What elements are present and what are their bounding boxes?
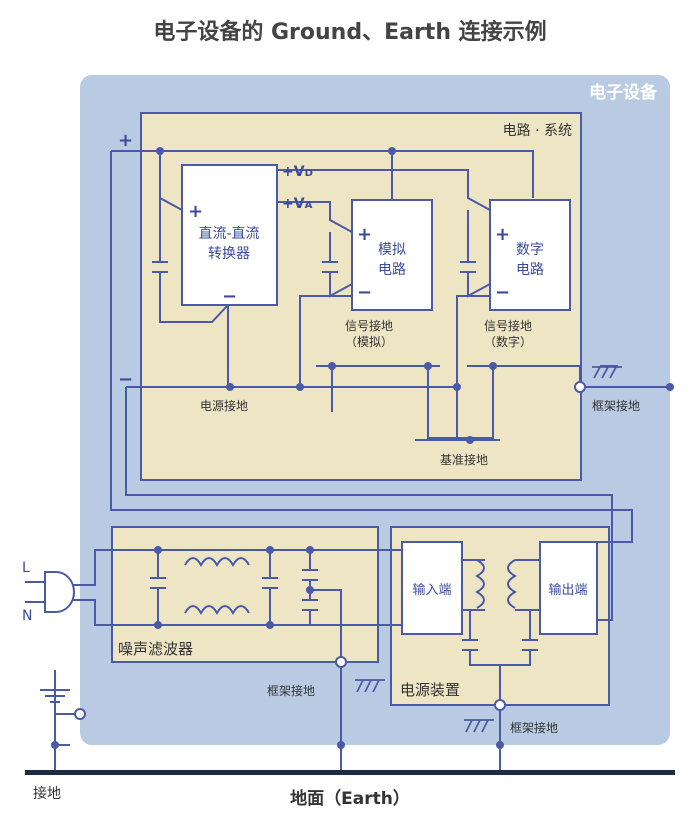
earth-ground-icon <box>40 670 70 703</box>
frame-terminal <box>335 656 347 668</box>
analog-line1: 模拟 <box>378 242 406 258</box>
frame-terminal <box>574 381 586 393</box>
frame-terminal <box>494 699 506 711</box>
frame-ground-label-3: 框架接地 <box>510 720 558 735</box>
frame-wire <box>555 365 670 388</box>
plug-wire-l <box>70 549 402 586</box>
analog-minus: − <box>357 282 372 303</box>
psu-input-label: 输入端 <box>412 582 451 598</box>
dcdc-line2: 转换器 <box>208 245 250 262</box>
dcdc-converter-box <box>181 164 278 306</box>
dcdc-minus: − <box>222 286 237 307</box>
frame-ground-label-2: 框架接地 <box>267 683 315 698</box>
digital-plus: + <box>495 224 510 245</box>
earth-ground-label: 接地 <box>33 785 61 802</box>
sig-ground-analog-2: （模拟） <box>345 335 393 349</box>
minus-rail-left <box>125 387 613 621</box>
psu-input-box <box>401 541 463 635</box>
sig-ground-digital-2: （数字） <box>484 334 532 349</box>
sig-ground-analog-1: 信号接地 <box>345 318 393 333</box>
noise-filter-label: 噪声滤波器 <box>118 640 193 658</box>
plus-rail <box>111 150 534 198</box>
page-title: 电子设备的 Ground、Earth 连接示例 <box>153 20 547 45</box>
psu-output-box <box>539 541 598 635</box>
vd-label: +VD <box>282 164 313 180</box>
frame-ground-icon <box>464 719 494 733</box>
power-supply-label: 电源装置 <box>400 681 460 699</box>
frame-ground-icon <box>355 679 385 693</box>
plus-rail-left <box>110 151 633 543</box>
circuit-label: 电路 · 系统 <box>503 123 572 139</box>
psu-output-label: 输出端 <box>548 582 587 598</box>
dcdc-line1: 直流-直流 <box>198 225 259 242</box>
plug-n-label: N <box>22 608 32 624</box>
sig-ground-digital-1: 信号接地 <box>484 318 532 333</box>
analog-line2: 电路 <box>378 262 406 278</box>
outer-plus-label: + <box>118 130 133 151</box>
earth-terminal <box>74 708 86 720</box>
va-wire <box>277 201 353 233</box>
frame-ground-icon <box>592 366 622 379</box>
va-label: +VA <box>282 196 313 212</box>
device-label: 电子设备 <box>589 82 658 103</box>
power-plug-icon <box>44 571 75 613</box>
analog-plus: + <box>357 224 372 245</box>
earth-label: 地面（Earth） <box>290 788 410 809</box>
reference-ground-label: 基准接地 <box>440 452 488 467</box>
plug-l-label: L <box>22 560 30 576</box>
dcdc-plus: + <box>188 201 203 222</box>
digital-circuit-box <box>489 199 571 311</box>
earth-bar <box>25 770 675 775</box>
analog-circuit-box <box>351 199 433 311</box>
frame-ground-label-1: 框架接地 <box>592 398 640 413</box>
digital-minus: − <box>495 282 510 303</box>
plug-wire-n <box>70 599 402 626</box>
digital-line1: 数字 <box>516 242 544 258</box>
outer-minus-label: − <box>118 369 133 390</box>
power-ground-label: 电源接地 <box>200 398 248 413</box>
digital-line2: 电路 <box>516 262 544 278</box>
vd-wire <box>277 169 491 211</box>
